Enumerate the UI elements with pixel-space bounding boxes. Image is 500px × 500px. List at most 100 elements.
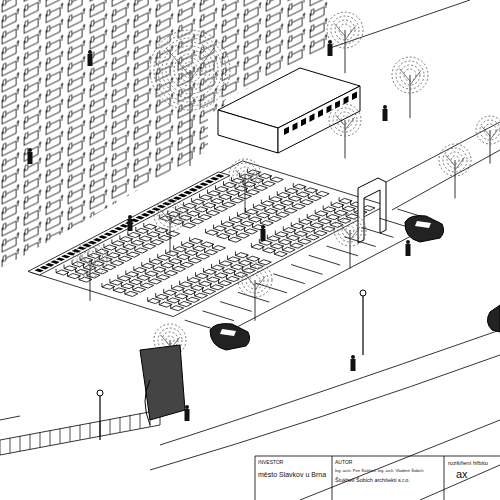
drawing-stroke bbox=[314, 229, 315, 233]
drawing-stroke bbox=[220, 261, 233, 266]
drawing-stroke bbox=[335, 210, 348, 215]
drawing-stroke bbox=[284, 127, 289, 136]
drawing-stroke bbox=[118, 276, 131, 281]
drawing-stroke bbox=[70, 427, 71, 442]
drawing-stroke bbox=[211, 264, 212, 268]
drawing-stroke bbox=[289, 196, 302, 201]
drawing-stroke bbox=[264, 207, 265, 211]
drawing-stroke bbox=[114, 227, 123, 231]
drawing-stroke bbox=[327, 215, 340, 220]
drawing-stroke bbox=[10, 438, 11, 453]
drawing-stroke bbox=[183, 223, 196, 228]
drawing-stroke bbox=[219, 281, 232, 286]
drawing-stroke bbox=[482, 126, 499, 140]
drawing-stroke bbox=[229, 237, 242, 242]
drawing-stroke bbox=[50, 260, 59, 264]
drawing-stroke bbox=[298, 239, 311, 244]
drawing-stroke bbox=[258, 172, 259, 176]
drawing-stroke bbox=[133, 266, 134, 270]
drawing-stroke bbox=[383, 105, 387, 109]
drawing-stroke bbox=[291, 222, 292, 226]
drawing-stroke bbox=[199, 280, 200, 284]
drawing-stroke bbox=[80, 425, 81, 440]
drawing-stroke bbox=[99, 257, 112, 262]
drawing-stroke bbox=[107, 253, 120, 258]
drawing-stroke bbox=[208, 191, 221, 196]
drawing-stroke bbox=[244, 229, 257, 234]
drawing-stroke bbox=[306, 235, 319, 240]
drawing-stroke bbox=[205, 250, 218, 255]
drawing-stroke bbox=[242, 267, 268, 293]
drawing-stroke bbox=[229, 159, 261, 191]
drawing-stroke bbox=[323, 206, 324, 210]
drawing-stroke bbox=[169, 259, 182, 264]
drawing-stroke bbox=[227, 256, 228, 260]
drawing-stroke bbox=[229, 216, 230, 220]
drawing-stroke bbox=[300, 198, 301, 202]
drawing-stroke bbox=[143, 244, 156, 249]
drawing-stroke bbox=[203, 201, 204, 205]
drawing-stroke bbox=[270, 176, 271, 180]
drawing-stroke bbox=[334, 23, 356, 40]
drawing-stroke bbox=[139, 236, 152, 241]
drawing-stroke bbox=[206, 209, 207, 213]
drawing-stroke bbox=[215, 206, 228, 211]
drawing-stroke bbox=[275, 232, 288, 237]
drawing-stroke bbox=[131, 239, 132, 243]
drawing-stroke bbox=[194, 185, 203, 189]
drawing-stroke bbox=[77, 246, 86, 250]
drawing-stroke bbox=[247, 256, 260, 261]
drawing-stroke bbox=[215, 174, 224, 178]
drawing-stroke bbox=[178, 300, 179, 304]
drawing-stroke bbox=[191, 219, 204, 224]
drawing-stroke bbox=[239, 260, 252, 265]
drawing-stroke bbox=[410, 75, 411, 118]
drawing-stroke bbox=[158, 234, 159, 238]
drawing-stroke bbox=[207, 190, 208, 194]
drawing-stroke bbox=[183, 288, 184, 292]
drawing-stroke bbox=[242, 181, 243, 185]
title-block-text: INVESTOR bbox=[258, 460, 283, 466]
drawing-stroke bbox=[191, 285, 204, 290]
drawing-stroke bbox=[480, 120, 500, 140]
drawing-stroke bbox=[253, 205, 266, 210]
drawing-stroke bbox=[307, 214, 308, 218]
drawing-stroke bbox=[259, 239, 260, 243]
drawing-stroke bbox=[223, 202, 236, 207]
drawing-stroke bbox=[176, 207, 189, 212]
drawing-stroke bbox=[167, 297, 168, 301]
drawing-stroke bbox=[143, 223, 144, 227]
drawing-stroke bbox=[173, 245, 174, 249]
drawing-stroke bbox=[30, 434, 31, 449]
drawing-stroke bbox=[227, 276, 240, 281]
drawing-stroke bbox=[296, 191, 297, 195]
drawing-stroke bbox=[183, 290, 196, 295]
drawing-stroke bbox=[172, 286, 185, 291]
drawing-stroke bbox=[326, 213, 327, 217]
drawing-stroke bbox=[35, 269, 44, 273]
drawing-stroke bbox=[73, 243, 107, 277]
drawing-stroke bbox=[109, 230, 118, 234]
drawing-stroke bbox=[112, 241, 125, 246]
drawing-stroke bbox=[123, 244, 136, 249]
drawing-stroke bbox=[241, 221, 254, 226]
drawing-stroke bbox=[277, 191, 278, 195]
drawing-stroke bbox=[219, 260, 220, 264]
drawing-stroke bbox=[155, 226, 156, 230]
drawing-stroke bbox=[77, 247, 103, 273]
drawing-stroke bbox=[272, 203, 273, 207]
drawing-stroke bbox=[246, 255, 247, 259]
drawing-stroke bbox=[133, 287, 146, 292]
drawing-stroke bbox=[28, 152, 33, 164]
drawing-stroke bbox=[87, 273, 100, 278]
drawing-stroke bbox=[124, 290, 125, 294]
drawing-stroke bbox=[244, 228, 245, 232]
drawing-stroke bbox=[318, 217, 319, 221]
drawing-stroke bbox=[217, 234, 230, 239]
drawing-stroke bbox=[193, 245, 194, 249]
drawing-stroke bbox=[288, 195, 289, 199]
drawing-stroke bbox=[207, 210, 220, 215]
drawing-stroke bbox=[329, 104, 361, 136]
drawing-stroke bbox=[179, 301, 192, 306]
drawing-stroke bbox=[150, 259, 163, 264]
